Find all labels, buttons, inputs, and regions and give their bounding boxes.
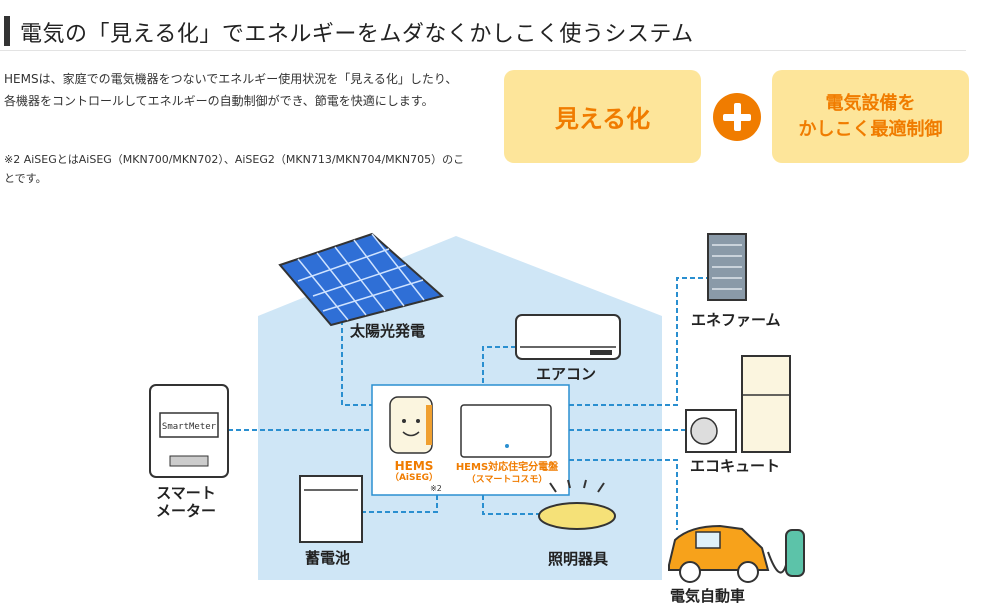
- line-solar: [341, 320, 372, 406]
- hems-label: HEMS （AiSEG）: [386, 460, 442, 484]
- ev-icon: [668, 524, 805, 583]
- meter-display-text: SmartMeter: [162, 422, 217, 432]
- enefarm-label: エネファーム: [691, 311, 781, 329]
- smart-meter-label-line2: メーター: [156, 502, 217, 520]
- aircon-label: エアコン: [536, 365, 597, 383]
- smart-control-line2: かしこく最適制御: [798, 118, 943, 140]
- battery-label: 蓄電池: [305, 549, 351, 567]
- line-battery: [362, 495, 438, 513]
- connection-lines: [228, 277, 708, 530]
- battery-icon: [299, 475, 363, 543]
- enefarm-icon: [707, 233, 747, 301]
- intro-text: HEMSは、家庭での電気機器をつないでエネルギー使用状況を「見える化」したり、各…: [4, 72, 458, 108]
- hems-note: ※2: [430, 484, 442, 493]
- hems-label-sub: （AiSEG）: [389, 473, 439, 483]
- line-ev: [569, 459, 678, 530]
- solar-label: 太陽光発電: [350, 322, 426, 340]
- lighting-label: 照明器具: [548, 550, 609, 568]
- line-lighting: [482, 495, 540, 515]
- smart-meter-label-line1: スマート: [156, 484, 216, 502]
- visualize-label: 見える化: [554, 105, 651, 133]
- smart-meter-label: スマート メーター: [156, 484, 216, 520]
- panel-label: HEMS対応住宅分電盤 （スマートコスモ）: [446, 462, 568, 486]
- ecocute-label: エコキュート: [690, 457, 781, 475]
- line-enefarm: [569, 277, 708, 406]
- hems-box: [371, 384, 570, 496]
- ev-label: 電気自動車: [670, 587, 746, 605]
- panel-label-line2: （スマートコスモ）: [466, 475, 548, 485]
- line-aircon: [482, 346, 516, 385]
- page-title: 電気の「見える化」でエネルギーをムダなくかしこく使うシステム: [20, 22, 694, 47]
- visualize-badge: 見える化: [504, 70, 701, 163]
- lighting-icon: [538, 479, 616, 530]
- panel-label-line1: HEMS対応住宅分電盤: [455, 462, 559, 473]
- smart-meter-icon: SmartMeter: [149, 384, 229, 478]
- aircon-icon: [515, 314, 621, 360]
- smart-control-badge: 電気設備を かしこく最適制御: [772, 70, 969, 163]
- smart-control-line1: 電気設備を: [825, 92, 916, 114]
- heading-bar: [4, 16, 10, 46]
- page-heading: 電気の「見える化」でエネルギーをムダなくかしこく使うシステム: [0, 6, 966, 51]
- solar-panel-icon: [278, 232, 445, 327]
- plus-icon: [713, 93, 761, 141]
- intro-note: ※2 AiSEGとはAiSEG（MKN700/MKN702）、AiSEG2（MK…: [4, 153, 465, 185]
- ecocute-icon: [685, 355, 791, 453]
- hems-label-main: HEMS: [394, 459, 434, 473]
